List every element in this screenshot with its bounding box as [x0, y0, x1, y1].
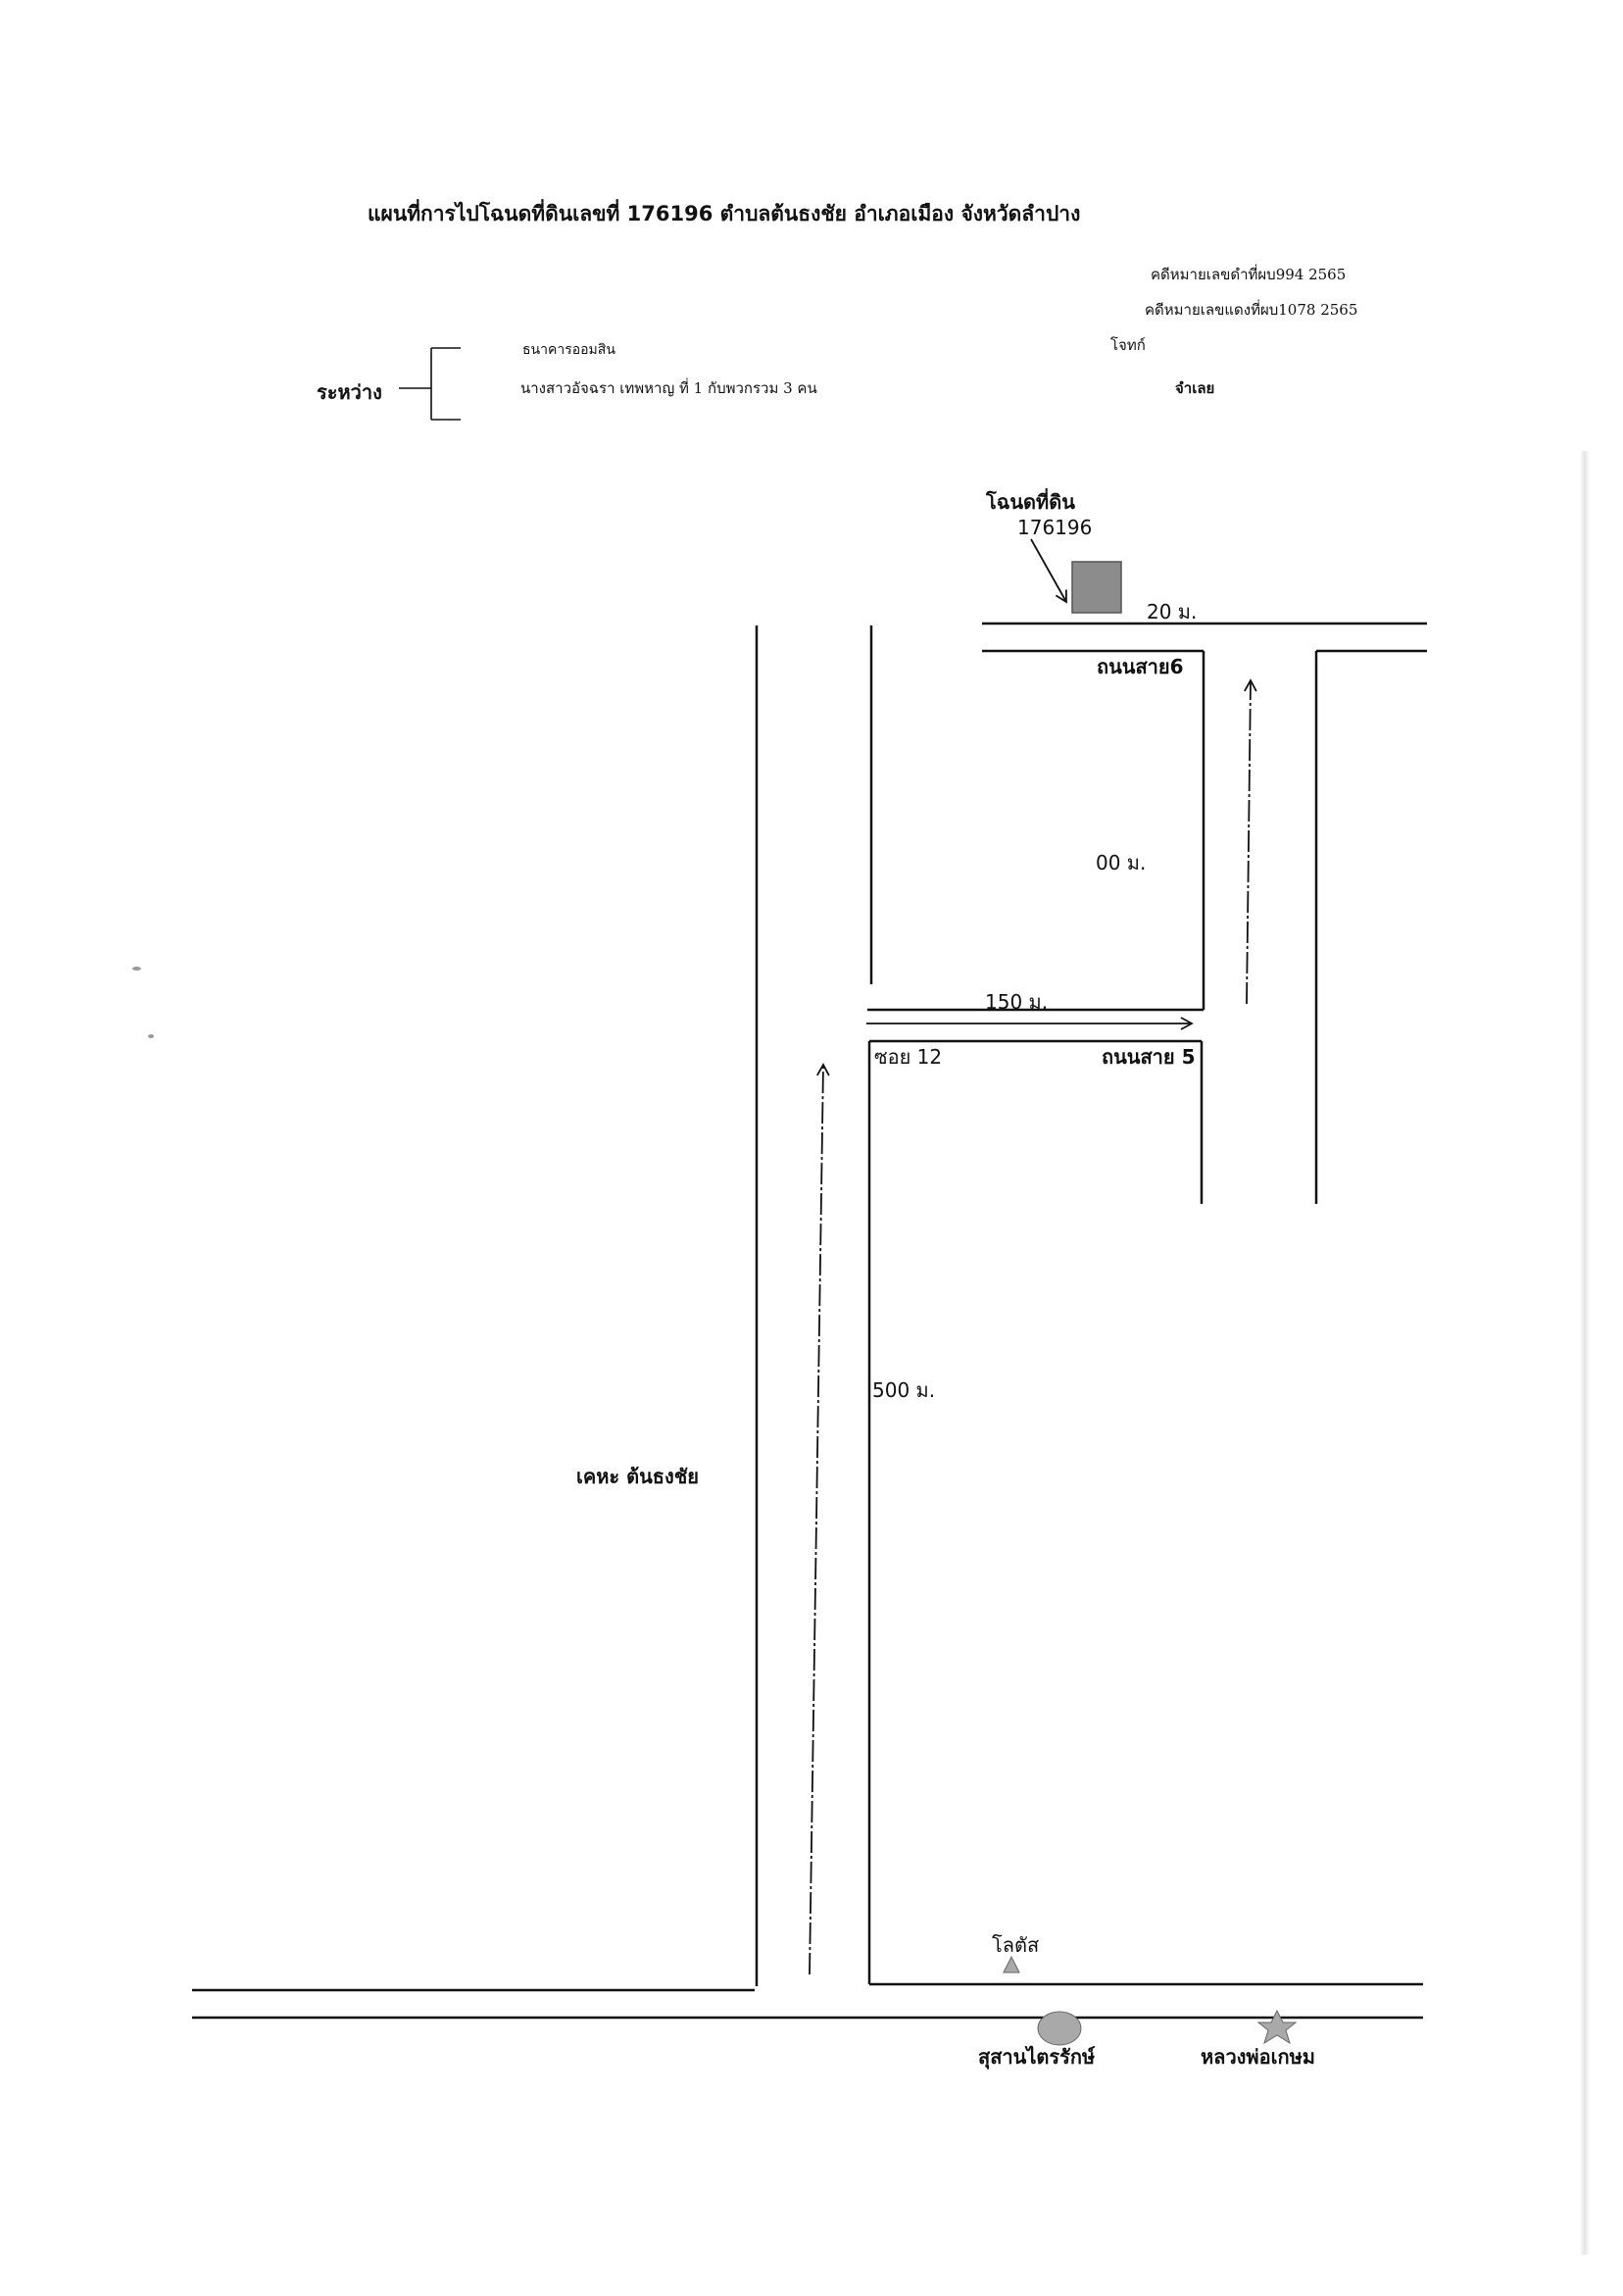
municipality-label: เคหะ ต้นธงชัย [576, 1465, 700, 1488]
land-parcel-marker [1071, 561, 1122, 614]
luang-por-star-icon [1256, 2009, 1298, 2045]
deed-number: 176196 [1017, 516, 1093, 539]
route-arrow-500 [809, 1063, 830, 1975]
scan-speck [148, 1034, 154, 1038]
cemetery-label: สุสานไตรรักษ์ [978, 2045, 1096, 2069]
distance-150m: 150 ม. [985, 990, 1049, 1014]
lotus-label: โลตัส [992, 1933, 1040, 1957]
soi-12-label: ซอย 12 [874, 1045, 943, 1069]
road-6-label: ถนนสาย6 [1097, 655, 1184, 678]
party-plaintiff: ธนาคารออมสิน [522, 342, 615, 358]
role-plaintiff: โจทก์ [1110, 336, 1146, 354]
deed-pointer-arrow [1030, 538, 1067, 604]
cemetery-shrine-icon [1037, 2011, 1082, 2046]
luang-por-label: หลวงพ่อเกษม [1201, 2045, 1315, 2069]
black-case-number: คดีหมายเลขดำที่ผบ994 2565 [1151, 266, 1347, 283]
red-case-number: คดีหมายเลขแดงที่ผบ1078 2565 [1145, 301, 1358, 319]
lotus-triangle-icon [1003, 1955, 1020, 1973]
between-bracket [399, 347, 461, 421]
role-defendant: จำเลย [1175, 379, 1215, 397]
scan-edge-shadow [1580, 451, 1590, 2255]
distance-500m: 500 ม. [872, 1378, 936, 1402]
distance-20m: 20 ม. [1147, 600, 1198, 624]
party-defendant: นางสาวอัจฉรา เทพหาญ ที่ 1 กับพวกรวม 3 คน [520, 379, 817, 397]
deed-label: โฉนดที่ดิน [986, 490, 1075, 514]
map-title: แผนที่การไปโฉนดที่ดินเลขที่ 176196 ตำบลต… [368, 202, 1081, 225]
distance-00m: 00 ม. [1096, 851, 1147, 874]
scan-speck [132, 967, 141, 971]
between-label: ระหว่าง [317, 380, 382, 404]
road-lines [192, 622, 1427, 2020]
route-arrow-00 [1244, 678, 1257, 1005]
route-arrows [809, 538, 1257, 1975]
road-5-label: ถนนสาย 5 [1102, 1045, 1196, 1069]
